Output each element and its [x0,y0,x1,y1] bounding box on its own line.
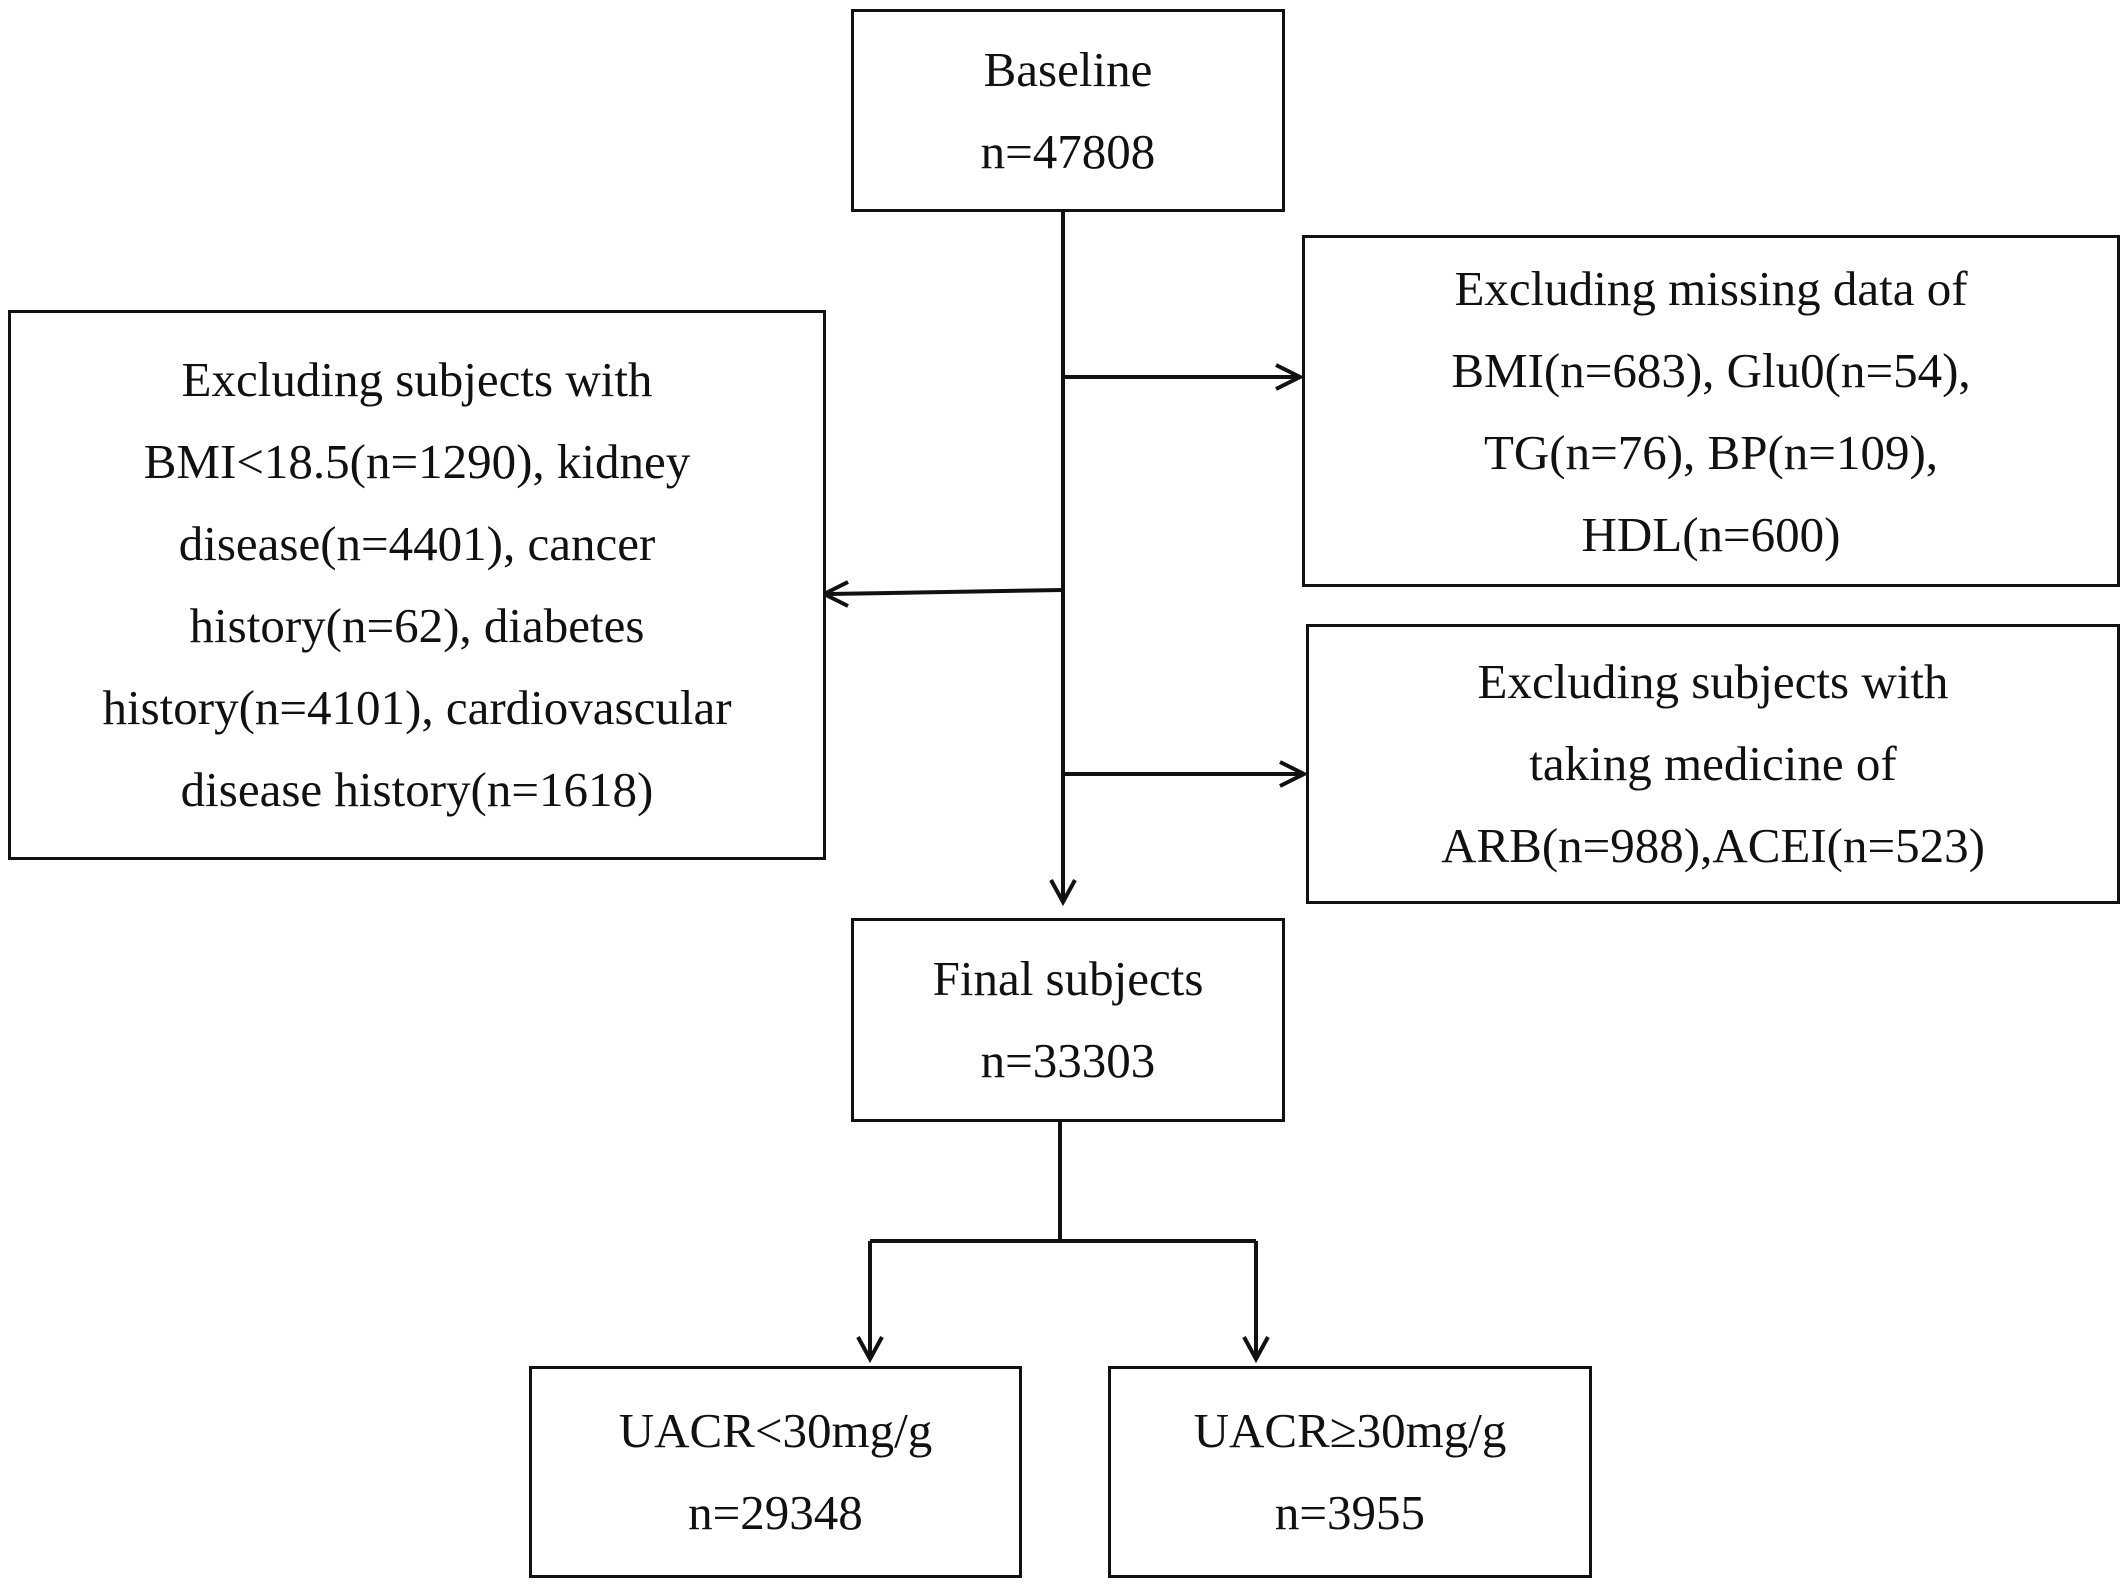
exclude-medicine-line: ARB(n=988),ACEI(n=523) [1441,818,1985,873]
uacr-high-label: UACR≥30mg/g [1193,1403,1507,1458]
exclude-medicine-line: Excluding subjects with [1477,654,1949,709]
arrow-to-missing [1275,363,1305,391]
arrow-to-final [1049,879,1077,907]
exclude-conditions-box: Excluding subjects with BMI<18.5(n=1290)… [8,310,826,860]
uacr-low-count: n=29348 [688,1485,863,1540]
final-subjects-title: Final subjects [932,951,1204,1006]
exclude-missing-line: BMI(n=683), Glu0(n=54), [1451,343,1971,398]
baseline-box: Baseline n=47808 [851,9,1285,212]
uacr-high-box: UACR≥30mg/g n=3955 [1108,1366,1592,1578]
exclude-conditions-line: history(n=4101), cardiovascular [102,680,732,735]
final-subjects-count: n=33303 [980,1033,1156,1088]
arrow-to-uacr-low [856,1336,884,1364]
exclude-conditions-line: disease(n=4401), cancer [178,516,656,571]
exclude-medicine-line: taking medicine of [1529,736,1897,791]
uacr-low-box: UACR<30mg/g n=29348 [529,1366,1022,1578]
arrow-to-medicine [1279,760,1309,788]
exclude-conditions-line: disease history(n=1618) [180,762,654,817]
branch-conditions-line [827,588,1064,596]
baseline-title: Baseline [983,41,1153,97]
baseline-count: n=47808 [980,123,1156,179]
uacr-low-label: UACR<30mg/g [618,1403,933,1458]
arrow-to-uacr-high [1242,1336,1270,1364]
exclude-conditions-line: BMI<18.5(n=1290), kidney [143,434,691,489]
exclude-missing-line: HDL(n=600) [1581,507,1841,562]
exclude-conditions-line: Excluding subjects with [181,352,653,407]
exclude-medicine-box: Excluding subjects with taking medicine … [1306,624,2120,904]
uacr-high-count: n=3955 [1274,1485,1426,1540]
final-subjects-box: Final subjects n=33303 [851,918,1285,1122]
exclude-conditions-line: history(n=62), diabetes [189,598,645,653]
exclude-missing-line: TG(n=76), BP(n=109), [1483,425,1939,480]
exclude-missing-line: Excluding missing data of [1454,261,1968,316]
exclude-missing-box: Excluding missing data of BMI(n=683), Gl… [1302,235,2120,587]
